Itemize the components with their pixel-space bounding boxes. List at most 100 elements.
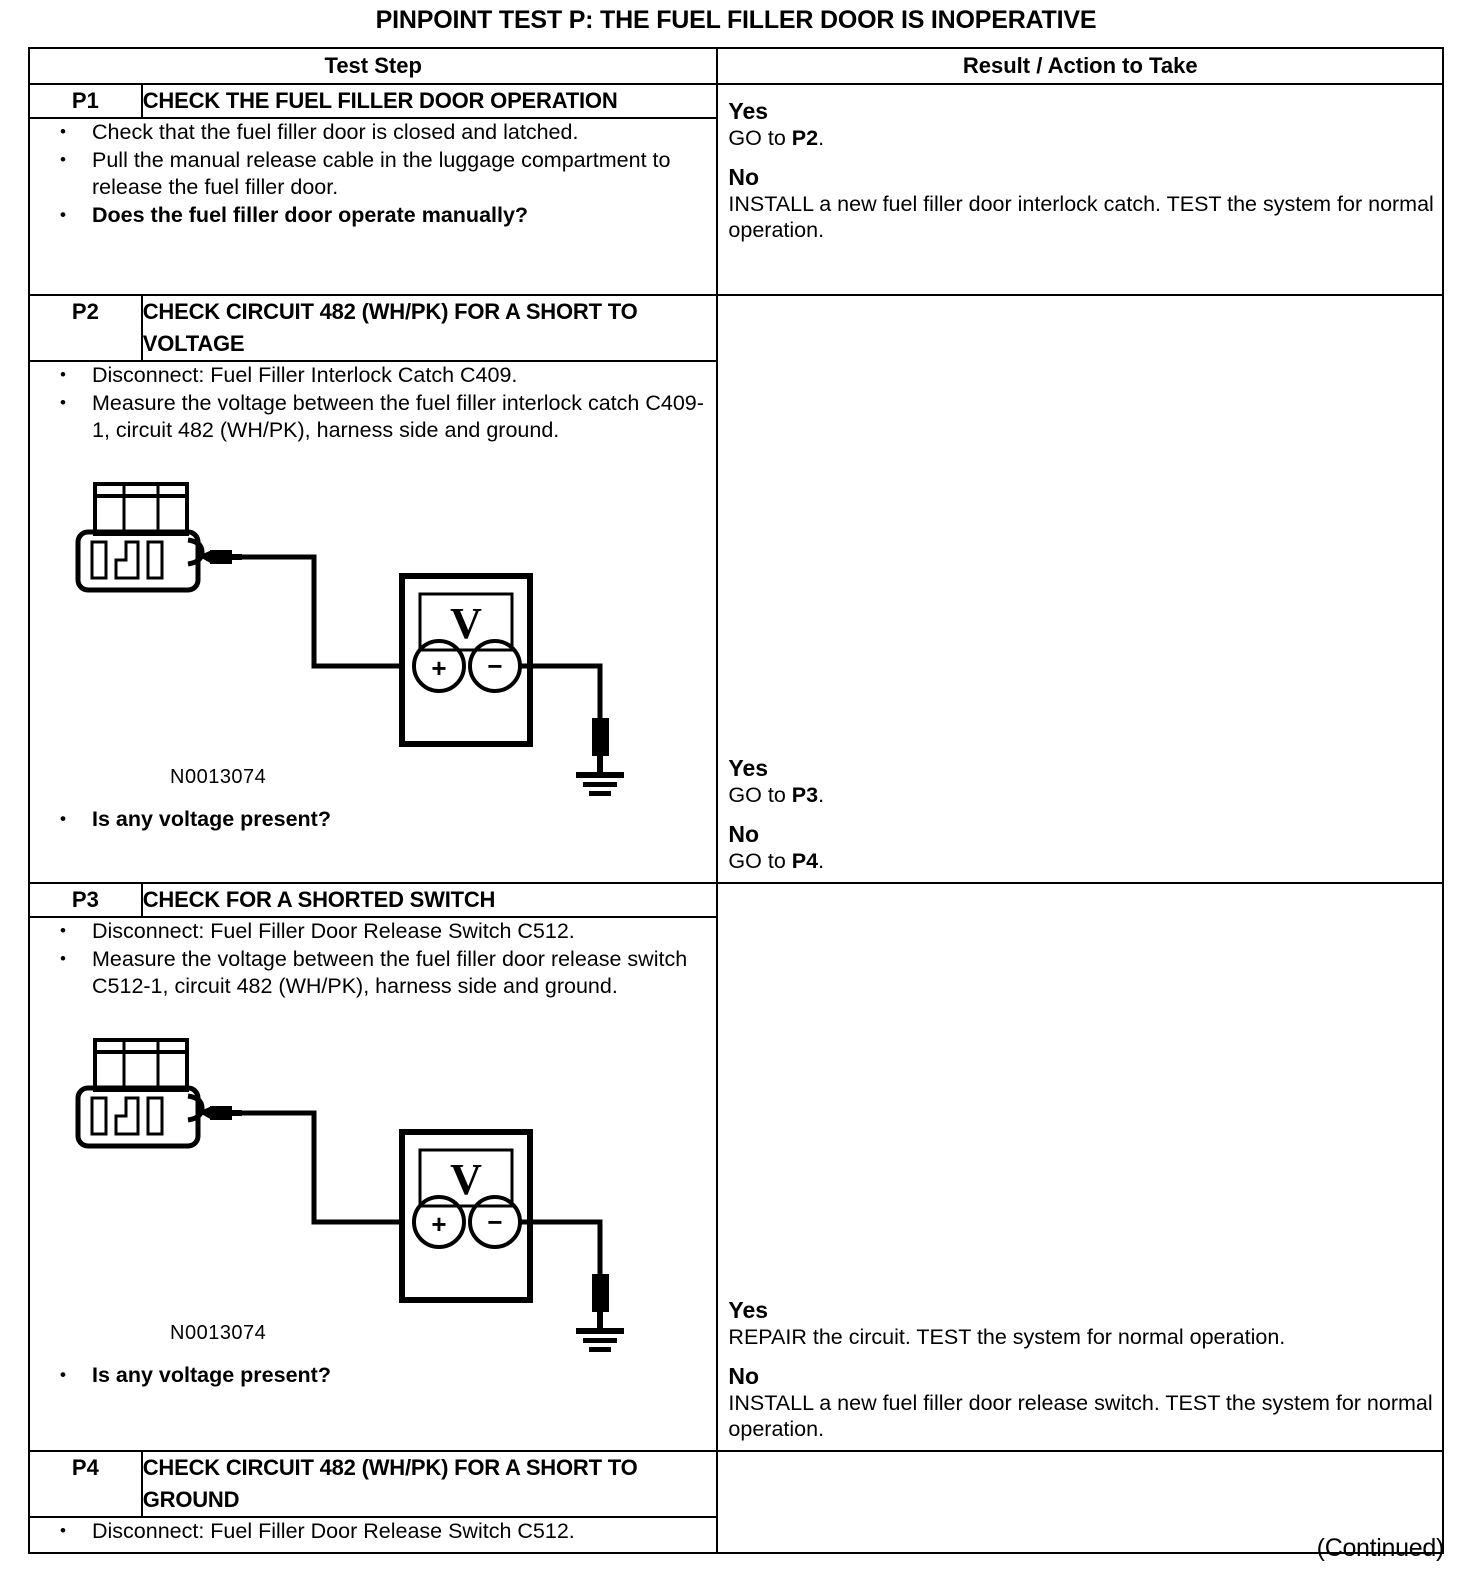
bullet-list-p4: Disconnect: Fuel Filler Door Release Swi… xyxy=(30,1517,716,1545)
list-item: Does the fuel filler door operate manual… xyxy=(30,201,716,229)
list-item: Check that the fuel filler door is close… xyxy=(30,118,716,146)
step-body-p4: Disconnect: Fuel Filler Door Release Swi… xyxy=(27,1516,719,1554)
result-text-no: INSTALL a new fuel filler door release s… xyxy=(728,1391,1433,1441)
voltmeter-icon: V + − xyxy=(399,1129,533,1303)
list-item: Is any voltage present? xyxy=(30,1361,716,1389)
result-text-yes-tail: . xyxy=(818,126,825,150)
step-body-row-p2: Disconnect: Fuel Filler Interlock Catch … xyxy=(27,360,1443,884)
result-block-yes: Yes REPAIR the circuit. TEST the system … xyxy=(728,1296,1436,1350)
step-body-row-p1: Check that the fuel filler door is close… xyxy=(27,117,1443,296)
probe-minus-label: − xyxy=(487,1207,502,1237)
ground-lead-wire xyxy=(520,1219,603,1280)
step-number-p4: P4 xyxy=(28,1450,143,1518)
bullet-list-p2: Disconnect: Fuel Filler Interlock Catch … xyxy=(30,361,716,444)
probe-tip-icon xyxy=(198,550,242,564)
step-title-p4: CHECK CIRCUIT 482 (WH/PK) FOR A SHORT TO… xyxy=(140,1450,719,1518)
result-content-p2: Yes GO to P3. No GO to P4. xyxy=(728,754,1436,874)
step-number-p3: P3 xyxy=(28,882,143,918)
bullet-list-p3: Disconnect: Fuel Filler Door Release Swi… xyxy=(30,917,716,1000)
ground-lead-wire xyxy=(520,663,603,724)
result-text-yes: GO to P2. xyxy=(728,125,1436,151)
positive-lead-wire xyxy=(242,1110,404,1225)
result-head-yes: Yes xyxy=(728,755,769,781)
result-head-yes: Yes xyxy=(728,98,769,124)
result-head-no: No xyxy=(728,164,760,190)
result-text-no-tail: . xyxy=(818,849,825,873)
result-block-no: No GO to P4. xyxy=(728,820,1436,874)
step-body-row-p3: Disconnect: Fuel Filler Door Release Swi… xyxy=(27,916,1443,1452)
probe-plus-label: + xyxy=(431,1209,446,1239)
question-list-p2: Is any voltage present? xyxy=(30,805,716,833)
result-head-yes: Yes xyxy=(728,1297,769,1323)
step-title-p3: CHECK FOR A SHORTED SWITCH xyxy=(140,882,719,918)
result-ref-yes: P2 xyxy=(791,126,819,150)
question-list-p3: Is any voltage present? xyxy=(30,1361,716,1389)
bullet-list-p1: Check that the fuel filler door is close… xyxy=(30,118,716,229)
ground-symbol-icon xyxy=(576,1274,624,1352)
connector-icon xyxy=(75,482,205,593)
result-text-yes-tail: . xyxy=(818,783,825,807)
step-title-row-p4: P4 CHECK CIRCUIT 482 (WH/PK) FOR A SHORT… xyxy=(28,1450,1444,1554)
result-content-p1: Yes GO to P2. No INSTALL a new fuel fill… xyxy=(728,97,1436,243)
list-item: Measure the voltage between the fuel fil… xyxy=(30,945,716,1000)
result-text-yes-lead: GO to xyxy=(728,126,792,150)
list-item: Disconnect: Fuel Filler Interlock Catch … xyxy=(30,361,716,389)
result-content-p3: Yes REPAIR the circuit. TEST the system … xyxy=(728,1296,1436,1442)
probe-tip-icon xyxy=(198,1106,242,1120)
result-head-no: No xyxy=(728,1363,760,1389)
result-block-no: No INSTALL a new fuel filler door interl… xyxy=(728,163,1436,243)
pinpoint-test-table: Test Step Result / Action to Take P1 CHE… xyxy=(27,47,1444,1554)
step-title-p1: CHECK THE FUEL FILLER DOOR OPERATION xyxy=(140,83,719,119)
list-item: Is any voltage present? xyxy=(30,805,716,833)
step-body-p2: Disconnect: Fuel Filler Interlock Catch … xyxy=(27,360,719,884)
step-body-p3: Disconnect: Fuel Filler Door Release Swi… xyxy=(27,916,719,1452)
column-header-result-action: Result / Action to Take xyxy=(716,47,1444,85)
step-number-p1: P1 xyxy=(28,83,143,119)
step-title-row-p2: P2 CHECK CIRCUIT 482 (WH/PK) FOR A SHORT… xyxy=(28,294,1444,884)
column-header-test-step: Test Step xyxy=(27,47,719,85)
result-block-no: No INSTALL a new fuel filler door releas… xyxy=(728,1362,1436,1442)
circuit-diagram-svg: V + − xyxy=(75,482,624,796)
meter-display-symbol: V xyxy=(450,1155,482,1204)
list-item: Disconnect: Fuel Filler Door Release Swi… xyxy=(30,917,716,945)
list-item: Disconnect: Fuel Filler Door Release Swi… xyxy=(30,1517,716,1545)
page-title: PINPOINT TEST P: THE FUEL FILLER DOOR IS… xyxy=(375,6,1097,34)
step-title-row-p3: P3 CHECK FOR A SHORTED SWITCH Yes REPAIR… xyxy=(28,882,1444,1452)
step-number-p2: P2 xyxy=(28,294,143,362)
list-item: Pull the manual release cable in the lug… xyxy=(30,146,716,201)
result-cell-p3: Yes REPAIR the circuit. TEST the system … xyxy=(716,882,1444,1452)
voltmeter-test-diagram-p3: V + − N0013074 xyxy=(52,1022,652,1352)
result-cell-p1: Yes GO to P2. No INSTALL a new fuel fill… xyxy=(716,83,1444,296)
result-text-yes-lead: GO to xyxy=(728,783,792,807)
result-block-yes: Yes GO to P2. xyxy=(728,97,1436,151)
step-title-row-p1: P1 CHECK THE FUEL FILLER DOOR OPERATION … xyxy=(28,83,1444,296)
result-ref-no: P4 xyxy=(791,849,819,873)
connector-icon xyxy=(75,1038,205,1149)
positive-lead-wire xyxy=(242,554,404,669)
probe-minus-label: − xyxy=(487,651,502,681)
voltmeter-icon: V + − xyxy=(399,573,533,747)
meter-display-symbol: V xyxy=(450,599,482,648)
result-block-yes: Yes GO to P3. xyxy=(728,754,1436,808)
list-item: Measure the voltage between the fuel fil… xyxy=(30,389,716,444)
continued-footer: (Continued) xyxy=(1316,1534,1445,1562)
circuit-diagram-svg: V + − xyxy=(75,1038,624,1352)
result-cell-p4 xyxy=(716,1450,1444,1554)
diagram-reference-label: N0013074 xyxy=(170,1322,267,1344)
result-text-yes: REPAIR the circuit. TEST the system for … xyxy=(728,1325,1286,1349)
step-title-p2: CHECK CIRCUIT 482 (WH/PK) FOR A SHORT TO… xyxy=(140,294,719,362)
result-text-no: INSTALL a new fuel filler door interlock… xyxy=(728,192,1434,242)
voltmeter-test-diagram-p2: V + − xyxy=(52,466,652,796)
result-head-no: No xyxy=(728,821,760,847)
result-text-yes: GO to P3. xyxy=(728,782,1436,808)
diagram-reference-label: N0013074 xyxy=(170,766,267,788)
ground-symbol-icon xyxy=(576,718,624,796)
step-body-row-p4: Disconnect: Fuel Filler Door Release Swi… xyxy=(27,1516,1443,1554)
table-header-row: Test Step Result / Action to Take xyxy=(27,47,1444,85)
result-text-no: GO to P4. xyxy=(728,848,1436,874)
probe-plus-label: + xyxy=(431,653,446,683)
result-cell-p2: Yes GO to P3. No GO to P4. xyxy=(716,294,1444,884)
result-text-no-lead: GO to xyxy=(728,849,792,873)
step-body-p1: Check that the fuel filler door is close… xyxy=(27,117,719,296)
result-ref-yes: P3 xyxy=(791,783,819,807)
